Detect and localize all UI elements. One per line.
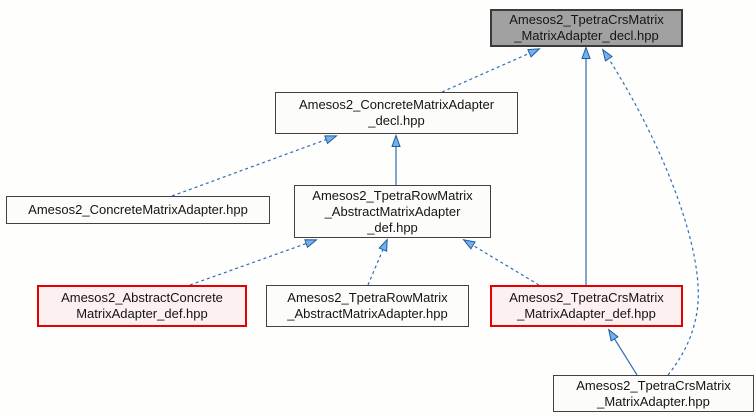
edge-tpetra-crs-matrix-adapter-to-tpetra-crs-matrix-adapter-decl bbox=[603, 50, 699, 376]
node-tpetra-crs-matrix-adapter-decl: Amesos2_TpetraCrsMatrix _MatrixAdapter_d… bbox=[490, 9, 683, 47]
edge-tpetra-crs-matrix-adapter-to-tpetra-crs-matrix-adapter-def bbox=[609, 330, 638, 376]
node-tpetra-row-matrix-abstract-matrix-adapter[interactable]: Amesos2_TpetraRowMatrix _AbstractMatrixA… bbox=[266, 285, 469, 327]
node-tpetra-crs-matrix-adapter-def[interactable]: Amesos2_TpetraCrsMatrix _MatrixAdapter_d… bbox=[490, 285, 683, 327]
edge-concrete-matrix-adapter-to-concrete-matrix-adapter-decl bbox=[171, 136, 336, 197]
node-tpetra-row-matrix-abstract-matrix-adapter-def[interactable]: Amesos2_TpetraRowMatrix _AbstractMatrixA… bbox=[294, 185, 491, 238]
edge-tpetra-row-matrix-abstract-matrix-adapter-to-tpetra-row-matrix-abstract-matrix-adapter-def bbox=[367, 240, 387, 286]
node-concrete-matrix-adapter[interactable]: Amesos2_ConcreteMatrixAdapter.hpp bbox=[6, 196, 270, 224]
edge-tpetra-crs-matrix-adapter-def-to-tpetra-row-matrix-abstract-matrix-adapter-def bbox=[464, 240, 540, 286]
edge-concrete-matrix-adapter-decl-to-tpetra-crs-matrix-adapter-decl bbox=[441, 49, 539, 93]
node-concrete-matrix-adapter-decl[interactable]: Amesos2_ConcreteMatrixAdapter _decl.hpp bbox=[275, 92, 518, 134]
node-tpetra-crs-matrix-adapter[interactable]: Amesos2_TpetraCrsMatrix _MatrixAdapter.h… bbox=[553, 375, 754, 412]
edge-abstract-concrete-matrix-adapter-def-to-tpetra-row-matrix-abstract-matrix-adapter-def bbox=[189, 240, 316, 286]
node-abstract-concrete-matrix-adapter-def[interactable]: Amesos2_AbstractConcrete MatrixAdapter_d… bbox=[37, 285, 247, 327]
